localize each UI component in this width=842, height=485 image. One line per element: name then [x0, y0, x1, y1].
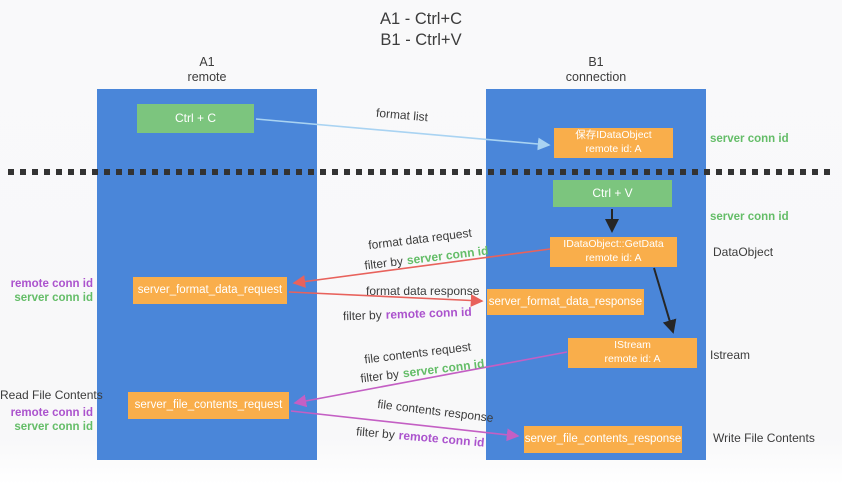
title-line-b1: B1 - Ctrl+V — [380, 31, 462, 50]
label-dataobject: DataObject — [713, 245, 774, 259]
getdata-line2: remote id: A — [585, 252, 642, 264]
label-right-server-conn-id-top: server conn id — [710, 133, 789, 145]
filter-by-text: filter by — [363, 253, 404, 273]
save-idataobject-line2: remote id: A — [585, 143, 642, 155]
label-right-server-conn-id-mid: server conn id — [710, 211, 789, 223]
node-server-format-data-response: server_format_data_response — [487, 289, 644, 315]
filter-by-text: filter by — [355, 424, 396, 442]
lane-a1-name: A1 — [199, 55, 215, 69]
node-ctrl-c: Ctrl + C — [137, 104, 254, 133]
node-ctrl-v: Ctrl + V — [553, 180, 672, 207]
label-left-server-conn-id-format: server conn id — [14, 292, 93, 304]
save-idataobject-line1: 保存IDataObject — [575, 129, 652, 142]
lane-a1-role: remote — [187, 70, 227, 85]
node-save-idataobject: 保存IDataObject remote id: A — [554, 128, 673, 158]
remote-conn-id-text: remote conn id — [398, 428, 486, 450]
label-left-remote-conn-id-format: remote conn id — [10, 278, 93, 290]
label-read-file-contents: Read File Contents — [0, 388, 103, 402]
label-write-file-contents: Write File Contents — [713, 431, 815, 445]
getdata-line1: IDataObject::GetData — [563, 238, 664, 251]
remote-conn-id-text: remote conn id — [385, 304, 472, 322]
node-server-file-contents-response: server_file_contents_response — [524, 426, 682, 453]
title-line-a1: A1 - Ctrl+C — [379, 10, 463, 28]
label-left-server-conn-id-file: server conn id — [14, 421, 93, 433]
node-server-file-contents-request: server_file_contents_request — [128, 392, 289, 419]
filter-by-text: filter by — [342, 307, 382, 324]
label-istream: Istream — [710, 348, 751, 362]
format-response-label: server_format_data_response — [488, 295, 643, 308]
lane-header-a1: A1 remote — [97, 55, 317, 86]
machine-boundary-dotted-line — [8, 169, 836, 175]
label-format-list: format list — [375, 105, 429, 125]
format-request-label: server_format_data_request — [137, 284, 283, 297]
server-conn-id-text: server conn id — [405, 243, 490, 268]
node-istream: IStream remote id: A — [568, 338, 697, 368]
node-server-format-data-request: server_format_data_request — [133, 277, 287, 304]
diagram-title: A1 - Ctrl+C B1 - Ctrl+V — [0, 9, 842, 51]
label-format-data-response: format data response — [366, 284, 480, 298]
lane-header-b1: B1 connection — [486, 55, 706, 86]
filter-by-text: filter by — [359, 366, 400, 386]
ctrl-v-label: Ctrl + V — [592, 185, 633, 200]
label-file-contents-response: file contents response — [376, 396, 495, 426]
lane-b1-name: B1 — [588, 55, 604, 69]
file-request-label: server_file_contents_request — [134, 399, 283, 412]
ctrl-c-label: Ctrl + C — [174, 110, 216, 125]
file-response-label: server_file_contents_response — [524, 433, 682, 446]
node-idataobject-getdata: IDataObject::GetData remote id: A — [550, 237, 677, 267]
label-left-remote-conn-id-file: remote conn id — [10, 407, 93, 419]
istream-line2: remote id: A — [604, 353, 661, 365]
istream-line1: IStream — [614, 339, 651, 352]
lane-b1-role: connection — [565, 70, 627, 85]
